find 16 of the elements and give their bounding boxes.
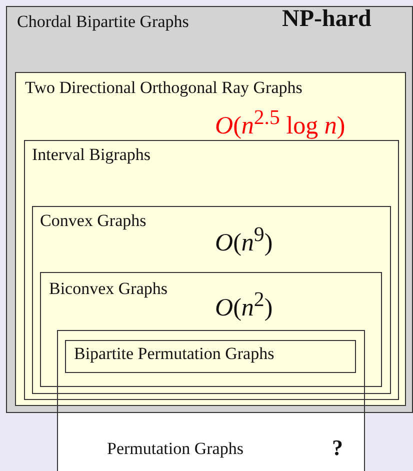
set-region: [6, 6, 413, 413]
unknown-complexity-label: ?: [332, 436, 343, 460]
set-label: Two Directional Orthogonal Ray Graphs: [25, 79, 302, 98]
complexity-label: O(n$^{9}$): [215, 223, 273, 257]
set-label: Interval Bigraphs: [32, 146, 150, 165]
set-label: Convex Graphs: [40, 212, 146, 231]
set-region: [15, 72, 406, 406]
complexity-label: O(n$^{2}$): [215, 288, 273, 322]
set-region: [24, 140, 399, 400]
set-label: Bipartite Permutation Graphs: [74, 345, 274, 364]
complexity-label: NP-hard: [282, 6, 372, 32]
complexity-label: O(n$^{2.5}$ log n): [215, 106, 346, 140]
set-label: Biconvex Graphs: [49, 280, 168, 299]
set-label: Permutation Graphs: [107, 440, 244, 459]
set-label: Chordal Bipartite Graphs: [17, 13, 189, 32]
set-region: [65, 340, 356, 373]
